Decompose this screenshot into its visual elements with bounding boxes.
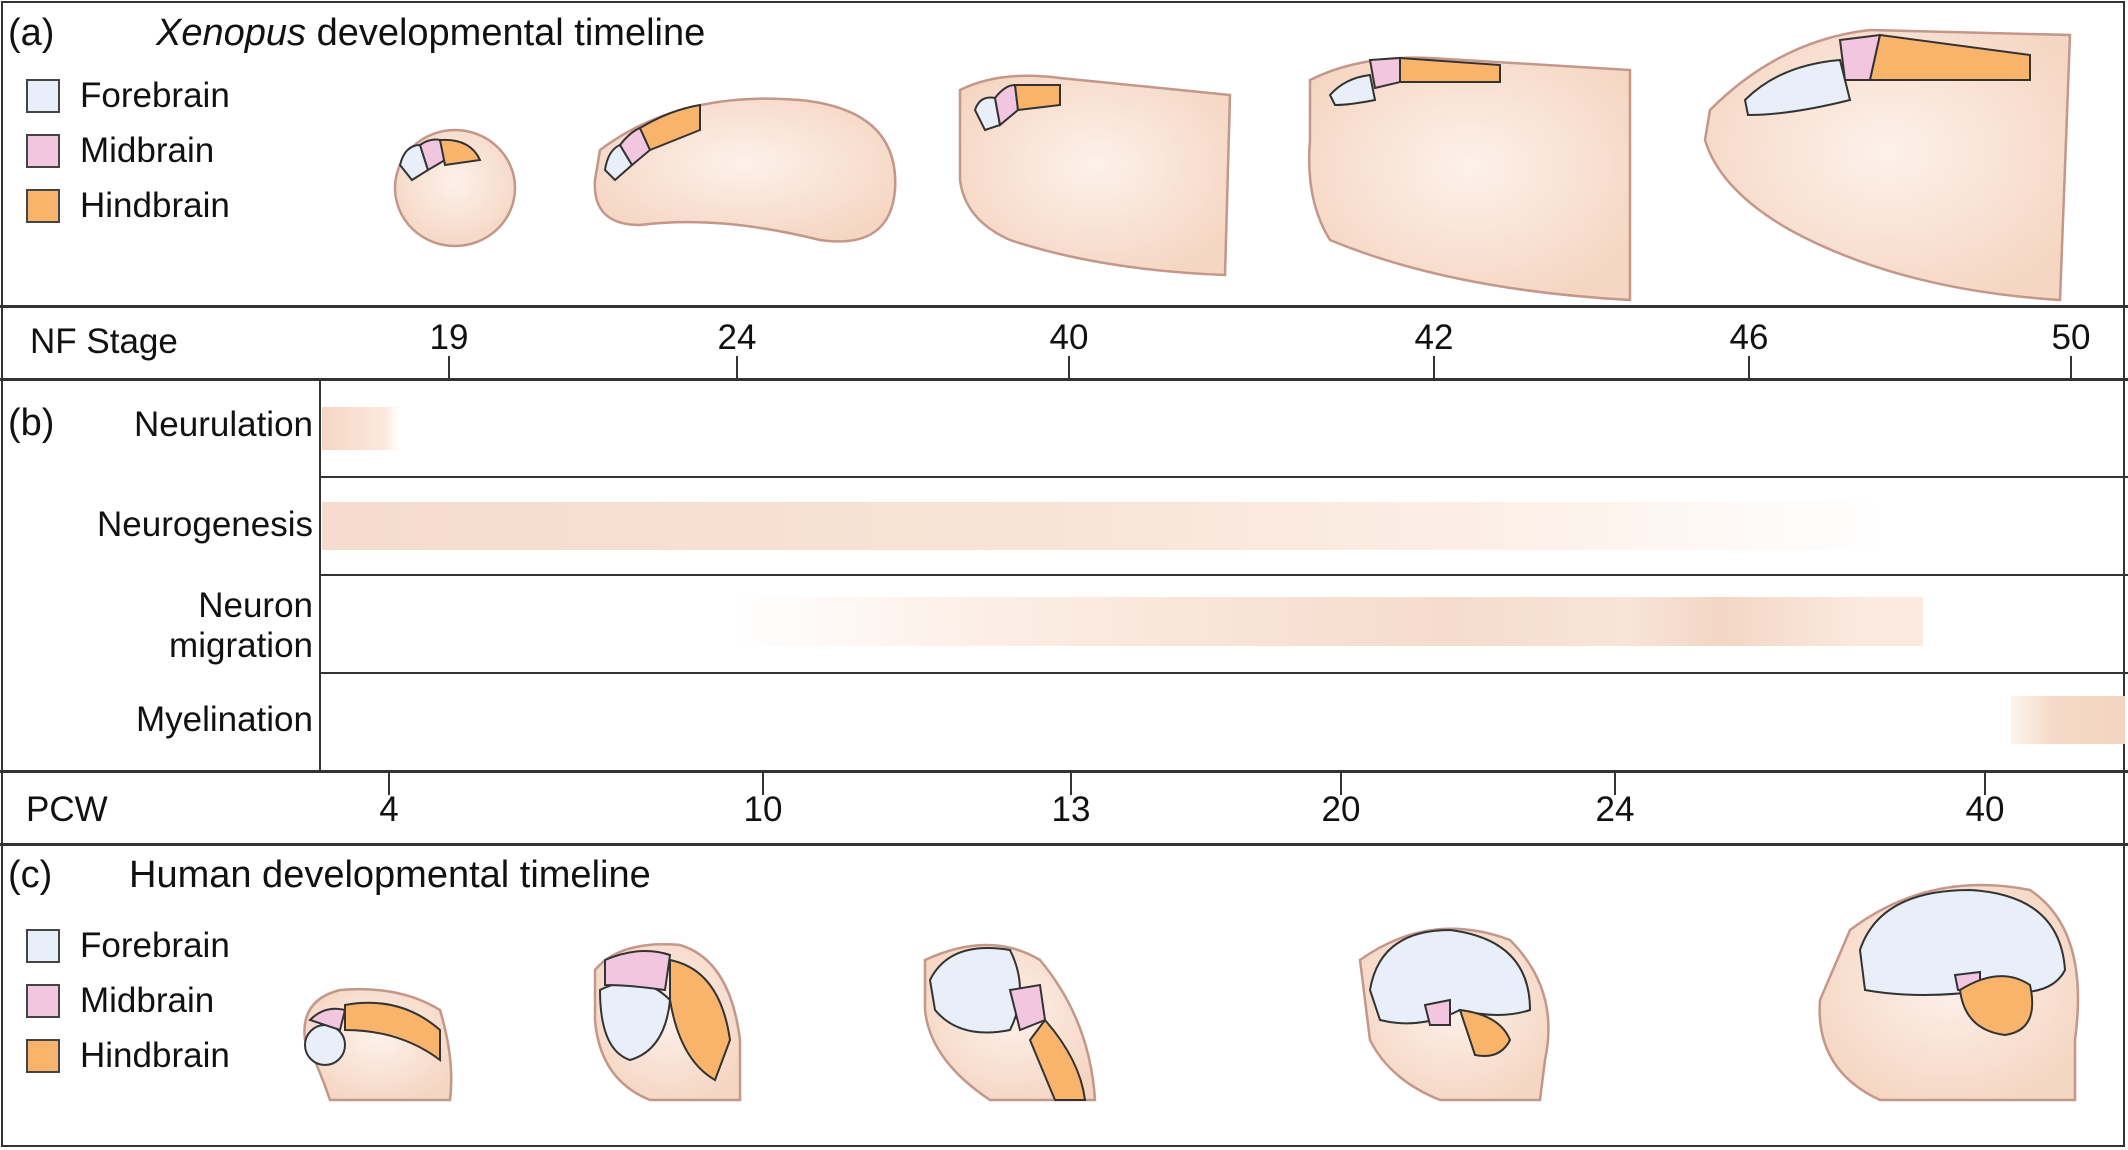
legend-label: Forebrain bbox=[80, 925, 230, 965]
divider-b bbox=[0, 770, 2128, 773]
legend-midbrain: Midbrain bbox=[26, 973, 230, 1028]
panel-c-legend: Forebrain Midbrain Hindbrain bbox=[26, 918, 230, 1083]
row-divider bbox=[320, 476, 2128, 478]
legend-hindbrain: Hindbrain bbox=[26, 1028, 230, 1083]
midbrain-swatch bbox=[26, 133, 60, 168]
divider-nf bbox=[0, 378, 2128, 381]
pcw-tick-label: 13 bbox=[1051, 790, 1091, 829]
panel-a-title: Xenopus developmental timeline bbox=[156, 12, 705, 55]
row-label-neurogenesis: Neurogenesis bbox=[97, 505, 313, 544]
pcw-tick-label: 40 bbox=[1965, 790, 2005, 829]
label-line: migration bbox=[169, 626, 313, 665]
divider-a bbox=[0, 305, 2128, 308]
title-rest: developmental timeline bbox=[306, 12, 706, 54]
nf-tick-label: 50 bbox=[2051, 318, 2091, 357]
nf-axis-label: NF Stage bbox=[30, 322, 178, 361]
xenopus-stage40 bbox=[958, 74, 1232, 277]
hindbrain-swatch bbox=[26, 1038, 60, 1073]
nf-tick bbox=[2070, 356, 2072, 378]
nf-tick-label: 42 bbox=[1414, 318, 1454, 357]
label-line: Neuron bbox=[198, 586, 313, 625]
nf-tick bbox=[1068, 356, 1070, 378]
panel-c-title: Human developmental timeline bbox=[129, 854, 651, 896]
legend-label: Midbrain bbox=[80, 980, 215, 1020]
panel-b-label: (b) bbox=[8, 402, 55, 444]
row-divider bbox=[320, 672, 2128, 674]
midbrain-swatch bbox=[26, 983, 60, 1018]
nf-tick-label: 19 bbox=[429, 318, 469, 357]
bar-neuron-migration bbox=[734, 597, 1923, 646]
xenopus-stage24 bbox=[593, 97, 897, 243]
legend-midbrain: Midbrain bbox=[26, 123, 230, 178]
nf-tick-label: 46 bbox=[1729, 318, 1769, 357]
row-label-myelination: Myelination bbox=[135, 700, 313, 739]
panel-c-label: (c) bbox=[8, 854, 53, 896]
legend-hindbrain: Hindbrain bbox=[26, 178, 230, 233]
nf-tick bbox=[448, 356, 450, 378]
pcw-tick-label: 10 bbox=[743, 790, 783, 829]
legend-forebrain: Forebrain bbox=[26, 68, 230, 123]
forebrain-swatch bbox=[26, 78, 60, 113]
nf-tick-label: 24 bbox=[717, 318, 757, 357]
panel-a-label: (a) bbox=[8, 12, 55, 54]
row-label-neurulation: Neurulation bbox=[134, 405, 313, 444]
nf-tick bbox=[736, 356, 738, 378]
pcw-tick bbox=[1984, 773, 1986, 795]
pcw-axis-label: PCW bbox=[26, 790, 108, 829]
bar-neurulation bbox=[322, 407, 400, 450]
forebrain-swatch bbox=[26, 928, 60, 963]
pcw-tick-label: 24 bbox=[1595, 790, 1635, 829]
pcw-tick bbox=[388, 773, 390, 795]
panel-a-legend: Forebrain Midbrain Hindbrain bbox=[26, 68, 230, 233]
hindbrain-swatch bbox=[26, 188, 60, 223]
legend-label: Forebrain bbox=[80, 75, 230, 115]
bar-myelination bbox=[2011, 696, 2125, 744]
bar-neurogenesis bbox=[322, 502, 1886, 550]
divider-pcw bbox=[0, 843, 2128, 846]
legend-label: Hindbrain bbox=[80, 185, 230, 225]
legend-forebrain: Forebrain bbox=[26, 918, 230, 973]
pcw-tick bbox=[762, 773, 764, 795]
legend-label: Midbrain bbox=[80, 130, 215, 170]
pcw-tick bbox=[1340, 773, 1342, 795]
pcw-tick bbox=[1070, 773, 1072, 795]
row-divider bbox=[320, 574, 2128, 576]
pcw-tick-label: 20 bbox=[1321, 790, 1361, 829]
title-species: Xenopus bbox=[156, 12, 307, 54]
legend-label: Hindbrain bbox=[80, 1035, 230, 1075]
pcw-tick-label: 4 bbox=[379, 790, 399, 829]
nf-tick-label: 40 bbox=[1049, 318, 1089, 357]
pcw-tick bbox=[1614, 773, 1616, 795]
nf-tick bbox=[1433, 356, 1435, 378]
nf-tick bbox=[1748, 356, 1750, 378]
